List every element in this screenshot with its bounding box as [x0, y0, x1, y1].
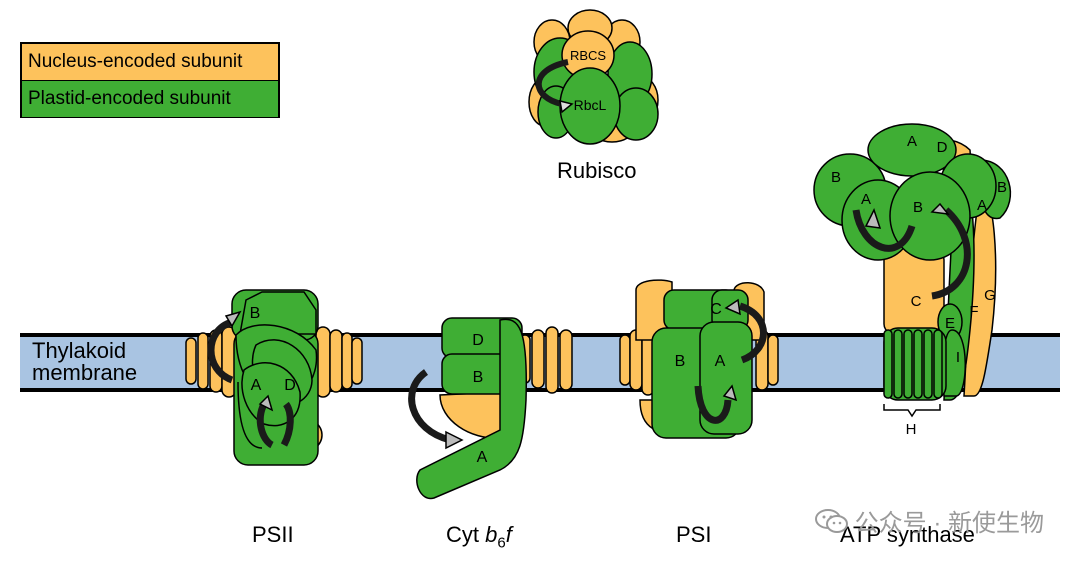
atp-synthase-complex: [813, 123, 1011, 401]
legend-plastid-row: Plastid-encoded subunit: [22, 81, 278, 117]
psi-name: PSI: [676, 522, 712, 547]
psi-a-label: A: [715, 353, 726, 370]
atp-i-label: I: [956, 349, 960, 366]
cytb6f-name-prefix: Cyt: [446, 522, 486, 547]
rubisco-complex: [528, 9, 659, 145]
psi-b-label: B: [675, 353, 686, 370]
atp-b-left-label: B: [831, 169, 841, 186]
watermark: 公众号 · 新使生物: [814, 503, 1044, 538]
atp-h-label: H: [906, 421, 917, 438]
psii-a-label: A: [251, 377, 262, 394]
atp-synthase-name: ATP synthase: [840, 522, 975, 547]
atp-g-label: G: [984, 287, 996, 304]
psii-name: PSII: [252, 522, 294, 547]
atp-a-center-label: A: [861, 191, 871, 208]
cytb6f-b-label: B: [473, 369, 484, 386]
wechat-icon: [814, 508, 848, 533]
psi-c-label: C: [710, 301, 722, 318]
legend-plastid-label: Plastid-encoded subunit: [28, 88, 231, 109]
atp-h-bracket: [883, 404, 941, 418]
atp-e-label: E: [945, 315, 955, 332]
atp-a-top-label: A: [907, 133, 917, 150]
atp-a-right-label: A: [977, 197, 987, 214]
rubisco-rbcl-label: RbcL: [574, 97, 607, 113]
watermark-text: 公众号 · 新使生物: [854, 510, 1044, 537]
psii-complex: [185, 289, 363, 466]
atp-c-label: C: [911, 293, 922, 310]
psii-d-label: D: [284, 377, 296, 394]
membrane-label: Thylakoid membrane: [32, 338, 138, 385]
cytb6f-name-b: b: [485, 522, 498, 547]
atp-b-right-label: B: [997, 179, 1007, 196]
cytb6f-name-f: f: [505, 522, 512, 547]
rubisco-rbcs-label: RBCS: [570, 48, 606, 63]
legend-nucleus-label: Nucleus-encoded subunit: [28, 51, 243, 72]
cytb6f-complex: [408, 317, 573, 500]
psii-b-label: B: [250, 305, 261, 322]
atp-d-label: D: [937, 139, 948, 156]
psi-complex: [619, 279, 779, 439]
cytb6f-a-label: A: [477, 449, 488, 466]
legend-nucleus-row: Nucleus-encoded subunit: [22, 44, 278, 81]
rubisco-name: Rubisco: [557, 158, 637, 183]
atp-b-center-label: B: [913, 199, 923, 216]
legend: Nucleus-encoded subunit Plastid-encoded …: [20, 42, 280, 118]
cytb6f-d-label: D: [472, 332, 484, 349]
cytb6f-name-sub: 6: [497, 534, 506, 552]
cytb6f-name: Cyt b6f: [446, 522, 512, 551]
atp-f-label: F: [969, 303, 978, 320]
